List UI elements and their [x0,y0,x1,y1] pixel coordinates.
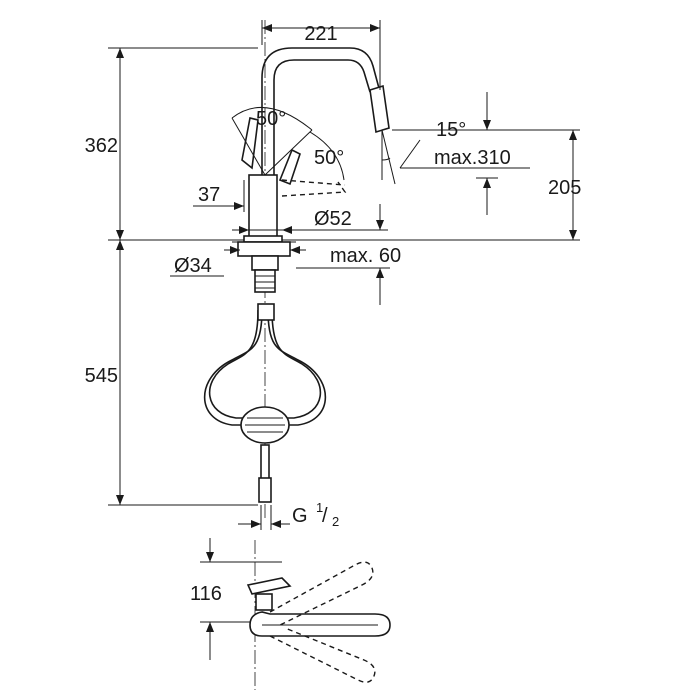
lever-angle-side-label: 50° [314,147,344,169]
dim-base-diameter [232,204,388,234]
hose-weight [240,406,290,444]
lever-dashed-position [281,179,346,186]
spray-max-leader [399,139,421,169]
dim-lever-offset [193,180,245,212]
dim-hose-length [108,240,258,506]
dim-connection-thread [238,505,290,530]
connection-thread-label: G [292,505,308,527]
dim-total-height [108,47,258,240]
spray-angle-line [381,129,396,185]
top-view [200,540,391,690]
dim-deck-thickness [296,267,390,305]
lever-angle-top-label: 50° [256,108,286,130]
top-depth-label: 116 [190,583,222,605]
spout [261,47,390,175]
lever-dashed-position-2 [281,181,347,197]
deck-thickness-label: max. 60 [330,245,401,267]
dim-hole-diameter [170,246,306,277]
dim-spray-max [476,92,498,215]
supply-hose [258,444,272,503]
dim-top-depth [206,538,214,660]
spout-height-label: 205 [548,177,581,199]
hole-diameter-label: Ø34 [174,255,212,277]
base-diameter-label: Ø52 [314,208,352,230]
total-height-label: 362 [85,135,118,157]
dim-spout-reach [261,20,381,90]
connection-fraction-numerator: 1 [316,500,323,515]
spray-max-label: max.310 [434,147,511,169]
faucet-body [243,174,283,243]
spout-reach-label: 221 [304,23,337,45]
dim-spout-height [569,130,577,240]
mounting-nut [232,241,296,293]
hose-length-label: 545 [85,365,118,387]
lever-handle [241,117,301,186]
lever-angle-arc-top [231,106,313,131]
lever-angle-arc-side [309,131,345,181]
lever-offset-label: 37 [198,184,220,206]
connection-fraction-slash: / [322,505,328,527]
connection-fraction-denominator: 2 [332,514,339,529]
